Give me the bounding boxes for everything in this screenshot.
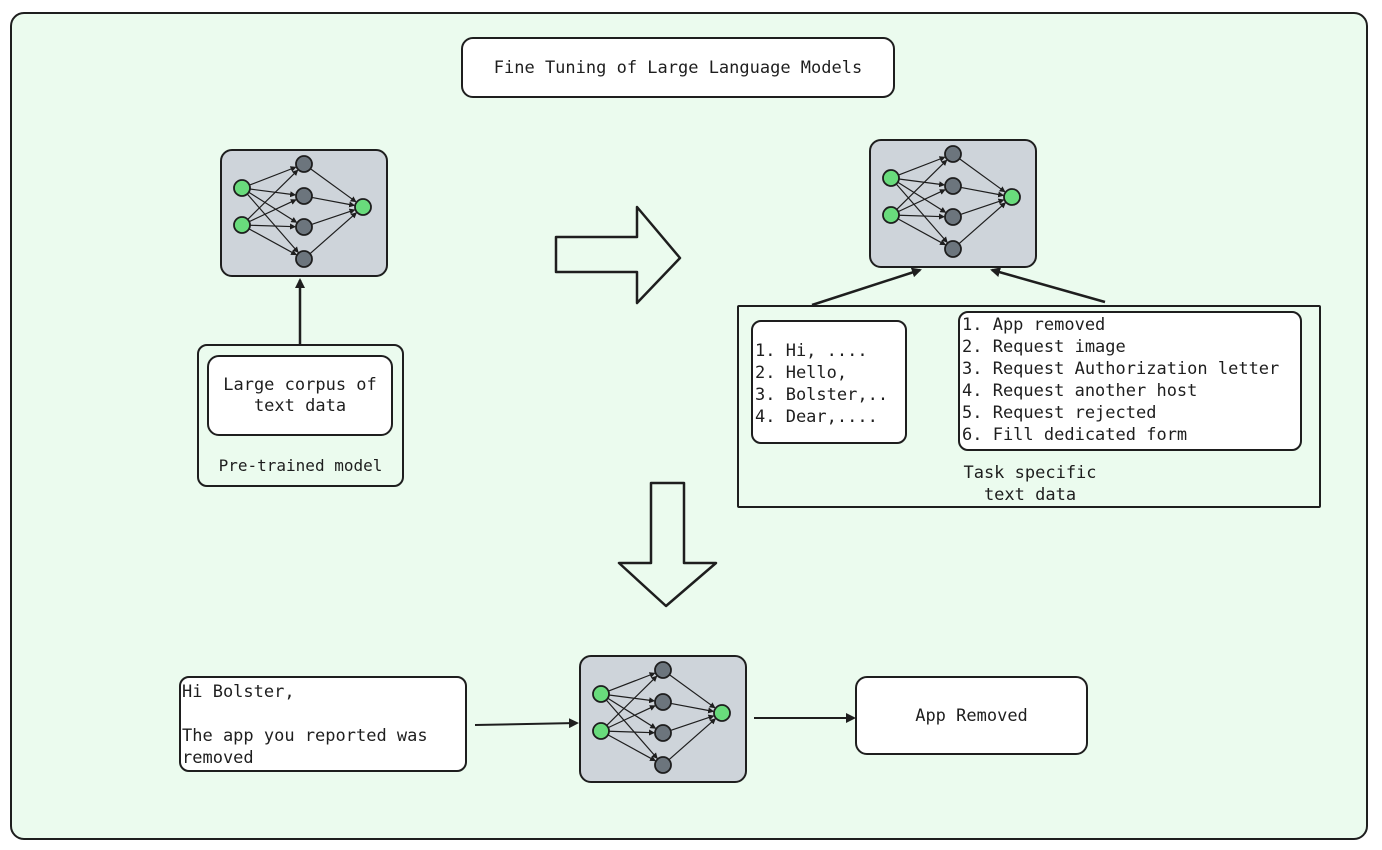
response-item: 3. Request Authorization letter [962,359,1280,379]
hidden-node [295,250,313,268]
greetings-list-box: 1. Hi, .... 2. Hello, 3. Bolster,.. 4. D… [751,320,907,444]
output-node [1003,188,1021,206]
arrow-email-to-network [474,718,579,729]
network-edge [248,228,297,256]
response-item: 5. Request rejected [962,403,1157,423]
down-arrow-icon [617,481,718,608]
corpus-box: Large corpus of text data [207,355,393,436]
network-edge [248,199,297,223]
network-edge [898,178,946,188]
hidden-node [295,155,313,173]
input-node [233,216,251,234]
response-item: 2. Request image [962,337,1126,357]
network-edge [249,223,297,230]
network-edge [246,193,299,253]
hidden-node [295,187,313,205]
network-edge [958,202,1006,245]
network-edge [898,213,946,220]
network-edge [960,198,1005,215]
greeting-item: 4. Dear,.... [755,407,878,427]
network-edge [898,156,946,176]
hidden-node [654,661,672,679]
network-edge [606,675,658,726]
pretrained-model-container [197,344,404,487]
responses-list: 1. App removed 2. Request image 3. Reque… [962,314,1300,446]
hidden-node [944,240,962,258]
network-edge [608,729,656,736]
network-edge [249,166,297,186]
network-edge [247,169,299,220]
network-edge [310,168,357,203]
response-item: 4. Request another host [962,381,1198,401]
network-edge [608,694,656,704]
network-edge [668,718,716,761]
input-node [592,722,610,740]
network-edge [249,188,297,198]
hidden-node [295,218,313,236]
responses-list-box: 1. App removed 2. Request image 3. Reque… [958,311,1302,451]
network-edge [670,714,715,731]
input-node [233,179,251,197]
arrow-responses-to-network [990,267,1106,304]
output-node [713,704,731,722]
task-data-container [737,305,1321,508]
pretrained-model-label: Pre-trained model [218,456,383,475]
network-edge [897,218,946,246]
output-node [354,198,372,216]
network-edge [960,186,1005,198]
network-edge [897,189,946,213]
input-node [882,206,900,224]
email-input-box: Hi Bolster, The app you reported was rem… [179,676,467,772]
greetings-list: 1. Hi, .... 2. Hello, 3. Bolster,.. 4. D… [755,340,905,428]
response-item: 1. App removed [962,315,1106,335]
arrow-greetings-to-network [811,267,922,307]
network-edge [607,734,656,762]
neural-network-icon [592,661,731,774]
hidden-node [654,693,672,711]
hidden-node [944,208,962,226]
hidden-node [944,177,962,195]
hidden-node [944,145,962,163]
greeting-item: 2. Hello, [755,363,848,383]
network-edge [311,196,356,208]
right-arrow-icon [554,205,682,305]
network-edge [311,208,356,225]
response-item: 6. Fill dedicated form [962,425,1188,445]
network-edge [605,699,658,759]
input-node [882,169,900,187]
network-edge [896,159,948,210]
diagram-title: Fine Tuning of Large Language Models [461,37,895,98]
input-node [592,685,610,703]
task-data-label: Task specific text data [963,463,1097,505]
neural-network-icon [882,145,1021,258]
greeting-item: 3. Bolster,.. [755,385,889,405]
network-edge [248,191,298,223]
network-edge [607,697,657,729]
network-edge [309,212,357,255]
output-box: App Removed [855,676,1088,755]
network-edge [608,672,656,692]
hidden-node [654,756,672,774]
network-edge [607,705,656,729]
hidden-node [654,724,672,742]
greeting-item: 1. Hi, .... [755,341,868,361]
network-edge [895,183,948,243]
network-edge [670,702,715,714]
network-edge [669,674,716,709]
network-edge [959,158,1006,193]
neural-network-icon [233,155,372,268]
network-edge [897,181,947,213]
